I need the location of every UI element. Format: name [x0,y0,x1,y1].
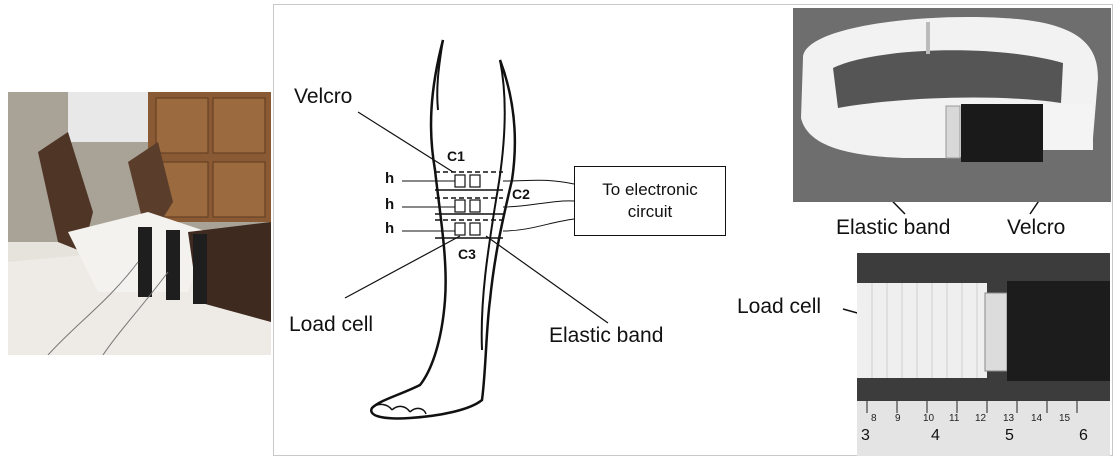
c2-label: C2 [512,186,530,202]
ruler-number: 5 [1005,427,1014,445]
load-cell-photo: 8 9 10 11 12 13 14 15 3 4 5 6 [857,253,1110,456]
ruler-fraction: 14 [1031,413,1042,424]
load-cell-label: Load cell [289,313,373,337]
circuit-label-line2: circuit [628,201,672,223]
ruler-fraction: 9 [895,413,901,424]
elastic-band-label: Elastic band [549,324,663,348]
ruler-fraction: 15 [1059,413,1070,424]
electronic-circuit-box: To electronic circuit [574,166,726,236]
velcro-photo-label: Velcro [1007,216,1065,240]
ruler-fraction: 8 [871,413,877,424]
velcro-label: Velcro [294,85,352,109]
c3-label: C3 [458,246,476,262]
ruler-number: 4 [931,427,940,445]
c1-label: C1 [447,148,465,164]
h-label: h [385,220,394,237]
h-label: h [385,196,394,213]
elastic-band-photo-label: Elastic band [836,216,950,240]
ruler-number: 3 [861,427,870,445]
ruler-fraction: 10 [923,413,934,424]
circuit-label-line1: To electronic [602,179,697,201]
elastic-band-photo [793,8,1111,202]
ruler-number: 6 [1079,427,1088,445]
ruler-fraction: 12 [975,413,986,424]
h-label: h [385,170,394,187]
ruler-fraction: 13 [1003,413,1014,424]
ruler-fraction: 11 [949,413,959,424]
load-cell-photo-label: Load cell [737,295,821,319]
